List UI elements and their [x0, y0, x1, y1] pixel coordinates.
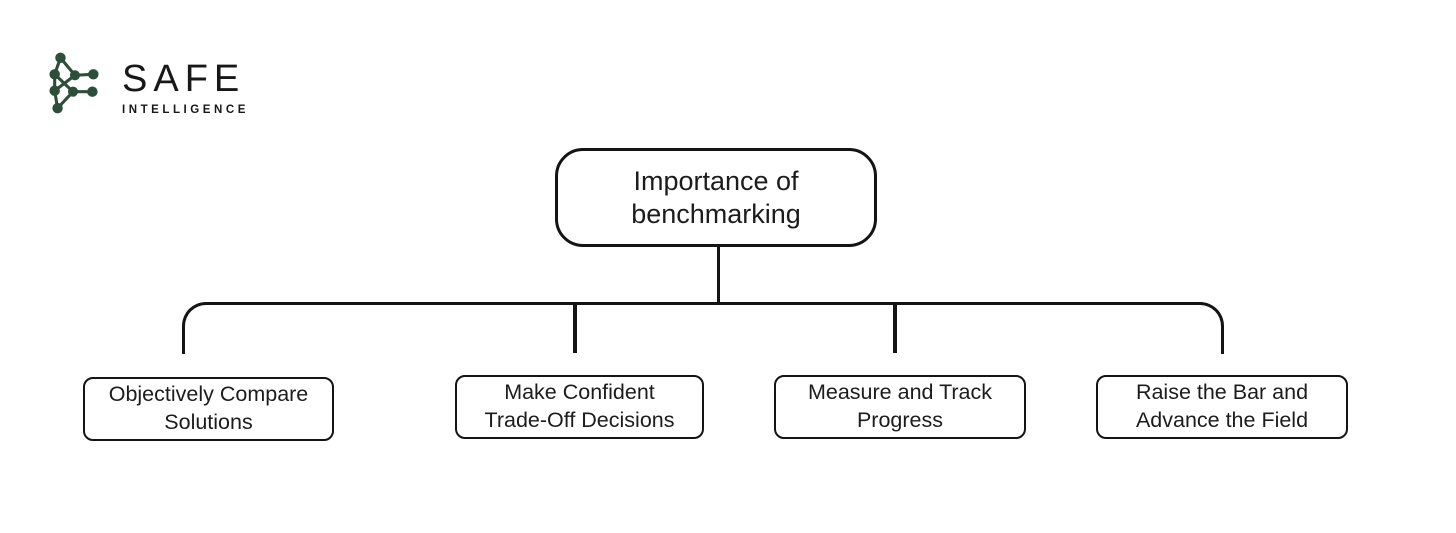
root-node-importance-of-benchmarking: Importance of benchmarking — [555, 148, 877, 247]
child-node-label: Make Confident Trade-Off Decisions — [484, 380, 675, 432]
child-node-raise-the-bar-and-advance-the-field: Raise the Bar and Advance the Field — [1096, 375, 1348, 439]
child-node-make-confident-trade-off-decisions: Make Confident Trade-Off Decisions — [455, 375, 704, 439]
connector-horizontal-bus — [182, 302, 1224, 354]
child-node-objectively-compare-solutions: Objectively Compare Solutions — [83, 377, 334, 441]
connector-root-stem — [717, 247, 720, 304]
child-node-label: Objectively Compare Solutions — [108, 382, 309, 434]
logo-brand-text: SAFE — [122, 58, 246, 100]
child-node-label: Measure and Track Progress — [807, 380, 993, 432]
connector-drop-child-2 — [573, 304, 577, 353]
child-node-measure-and-track-progress: Measure and Track Progress — [774, 375, 1026, 439]
network-graph-icon — [49, 52, 99, 114]
child-node-label: Raise the Bar and Advance the Field — [1135, 380, 1309, 432]
logo-wordmark: SAFE INTELLIGENCE — [122, 60, 249, 117]
connector-drop-child-3 — [893, 304, 897, 353]
root-node-label: Importance of benchmarking — [631, 165, 801, 229]
logo-subbrand-text: INTELLIGENCE — [122, 104, 249, 116]
safe-intelligence-logo: SAFE INTELLIGENCE — [45, 50, 249, 117]
